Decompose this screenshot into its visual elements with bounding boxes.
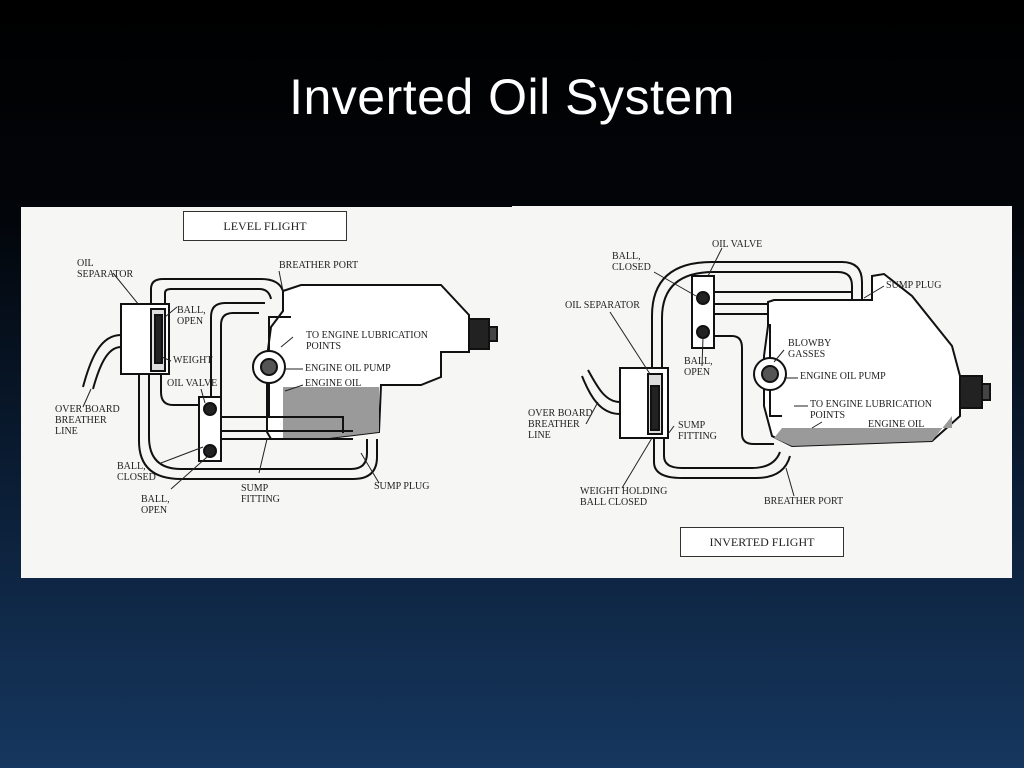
ball-open-label: BALL, OPEN bbox=[684, 356, 713, 378]
ball-closed-label: BALL, CLOSED bbox=[612, 251, 651, 273]
oil-valve-label: OIL VALVE bbox=[712, 239, 763, 250]
oil-separator-label: OIL SEPARATOR bbox=[565, 300, 640, 311]
breather-port-label: BREATHER PORT bbox=[279, 260, 359, 271]
weight-holding-label: WEIGHT HOLDING BALL CLOSED bbox=[580, 486, 668, 508]
ball-open-top-label: BALL, OPEN bbox=[177, 305, 206, 327]
breather-port-label: BREATHER PORT bbox=[764, 496, 844, 507]
to-engine-lubrication-label: TO ENGINE LUBRICATION POINTS bbox=[810, 399, 933, 421]
ball-open-bottom-label: BALL, OPEN bbox=[141, 494, 170, 516]
sump-fitting-label: SUMP FITTING bbox=[241, 483, 280, 505]
inverted-flight-diagram: INVERTED FLIGHT OIL VALVE BALL, CLOSED S… bbox=[512, 206, 1012, 578]
slide-title: Inverted Oil System bbox=[289, 69, 735, 125]
over-board-breather-label: OVER BOARD BREATHER LINE bbox=[528, 408, 593, 441]
inverted-flight-schematic bbox=[581, 247, 991, 497]
sump-plug-label: SUMP PLUG bbox=[374, 481, 430, 492]
blowby-gasses-label: BLOWBY GASSES bbox=[788, 338, 832, 360]
level-flight-diagram: LEVEL FLIGHT OIL SEPARATOR BREATHER PORT… bbox=[21, 207, 512, 578]
engine-oil-label: ENGINE OIL bbox=[868, 419, 925, 430]
engine-oil-label: ENGINE OIL bbox=[305, 378, 362, 389]
engine-oil-pump-label: ENGINE OIL PUMP bbox=[305, 363, 391, 374]
sump-plug-label: SUMP PLUG bbox=[886, 280, 942, 291]
level-flight-schematic bbox=[82, 270, 498, 490]
oil-valve-label: OIL VALVE bbox=[167, 378, 218, 389]
to-engine-lubrication-label: TO ENGINE LUBRICATION POINTS bbox=[306, 330, 429, 352]
oil-separator-label: OIL SEPARATOR bbox=[77, 258, 134, 280]
over-board-breather-label: OVER BOARD BREATHER LINE bbox=[55, 404, 120, 437]
inverted-flight-box: INVERTED FLIGHT bbox=[680, 527, 844, 557]
level-flight-box: LEVEL FLIGHT bbox=[183, 211, 347, 241]
weight-label: WEIGHT bbox=[173, 355, 213, 366]
ball-closed-label: BALL, CLOSED bbox=[117, 461, 156, 483]
engine-oil-pump-label: ENGINE OIL PUMP bbox=[800, 371, 886, 382]
sump-fitting-label: SUMP FITTING bbox=[678, 420, 717, 442]
